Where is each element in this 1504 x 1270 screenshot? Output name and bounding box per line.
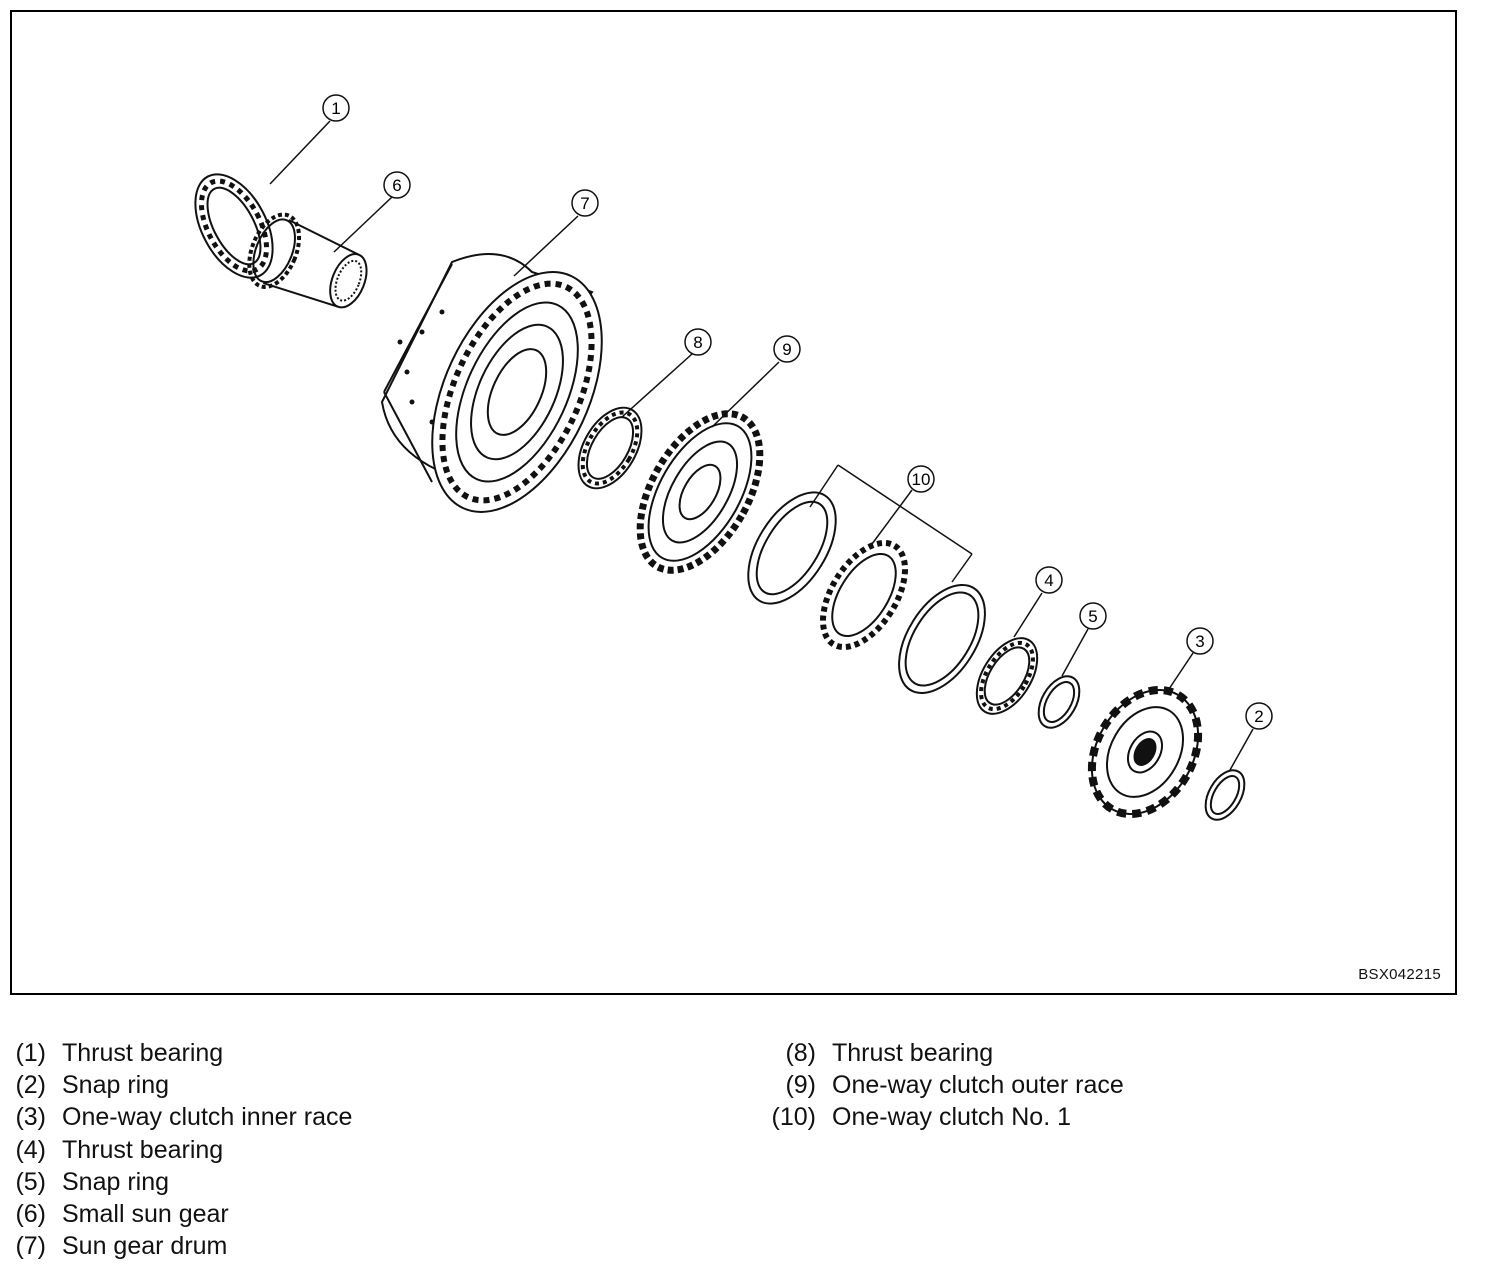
callout-circle <box>322 94 350 122</box>
callout-number: 5 <box>1088 607 1097 626</box>
callout-circle <box>1079 602 1107 630</box>
callout-number: 9 <box>782 340 791 359</box>
legend-label: Snap ring <box>62 1070 170 1099</box>
legend-item: (10) One-way clutch No. 1 <box>768 1102 1124 1134</box>
callout-circle <box>1186 627 1214 655</box>
exploded-parts-diagram: 1 6 7 8 9 10 4 5 3 2 <box>194 94 1273 821</box>
part-thrust-bearing-4 <box>975 637 1039 715</box>
legend-item: (3) One-way clutch inner race <box>14 1102 352 1134</box>
callout-number: 7 <box>580 194 589 213</box>
callout-circle <box>571 189 599 217</box>
legend-number: (9) <box>785 1070 816 1099</box>
part-sun-gear-drum <box>380 253 603 513</box>
callout-circle <box>773 335 801 363</box>
legend-label: Thrust bearing <box>62 1135 224 1164</box>
callout-number: 1 <box>331 99 340 118</box>
legend-right-column: (8) Thrust bearing (9) One-way clutch oute… <box>768 1037 1124 1134</box>
callout-number: 10 <box>912 470 931 489</box>
callout-8: 8 <box>684 328 712 356</box>
callout-number: 6 <box>392 176 401 195</box>
legend-label: Snap ring <box>62 1167 170 1196</box>
legend-number: (6) <box>15 1200 46 1229</box>
part-thrust-bearing-8 <box>577 406 643 490</box>
callout-4: 4 <box>1035 566 1063 594</box>
legend-item: (6) Small sun gear <box>14 1198 352 1230</box>
figure-code: BSX042215 <box>1358 966 1441 983</box>
legend-label: One-way clutch outer race <box>832 1070 1124 1099</box>
callout-9: 9 <box>773 335 801 363</box>
callout-6: 6 <box>383 171 411 199</box>
legend-label: One-way clutch No. 1 <box>832 1103 1071 1132</box>
legend-number: (1) <box>15 1038 46 1067</box>
leader-lines <box>269 120 1254 771</box>
callout-number: 8 <box>693 333 702 352</box>
legend-number: (7) <box>15 1232 46 1261</box>
legend-item: (1) Thrust bearing <box>14 1037 352 1069</box>
legend-item: (8) Thrust bearing <box>768 1037 1124 1069</box>
part-one-way-clutch-outer-race <box>636 410 764 574</box>
callout-10: 10 <box>907 465 935 493</box>
callout-circle <box>383 171 411 199</box>
legend-label: Sun gear drum <box>62 1232 228 1261</box>
callout-5: 5 <box>1079 602 1107 630</box>
legend-number: (10) <box>771 1103 816 1132</box>
part-one-way-clutch-inner-race <box>1087 686 1203 818</box>
callout-group: 1 6 7 8 9 10 4 5 3 2 <box>322 94 1273 730</box>
legend-number: (4) <box>15 1135 46 1164</box>
part-one-way-clutch-no1 <box>747 491 986 694</box>
legend-label: Thrust bearing <box>62 1038 224 1067</box>
callout-3: 3 <box>1186 627 1214 655</box>
legend-item: (9) One-way clutch outer race <box>768 1069 1124 1101</box>
callout-circle <box>907 465 935 493</box>
legend-number: (5) <box>15 1167 46 1196</box>
legend-item: (5) Snap ring <box>14 1166 352 1198</box>
callout-circle <box>1245 702 1273 730</box>
legend-number: (2) <box>15 1070 46 1099</box>
part-snap-ring-5 <box>1037 675 1081 729</box>
legend-label: Small sun gear <box>62 1200 229 1229</box>
callout-circle <box>1035 566 1063 594</box>
callout-2: 2 <box>1245 702 1273 730</box>
callout-7: 7 <box>571 189 599 217</box>
figure-frame: 1 6 7 8 9 10 4 5 3 2 BSX042215 <box>10 10 1457 995</box>
legend-label: Thrust bearing <box>832 1038 994 1067</box>
part-snap-ring-2 <box>1204 769 1246 821</box>
legend-number: (3) <box>15 1103 46 1132</box>
legend-item: (4) Thrust bearing <box>14 1134 352 1166</box>
legend-item: (2) Snap ring <box>14 1069 352 1101</box>
callout-number: 4 <box>1044 571 1053 590</box>
callout-1: 1 <box>322 94 350 122</box>
legend-left-column: (1) Thrust bearing (2) Snap ring (3) One-wa… <box>14 1037 352 1263</box>
legend-number: (8) <box>785 1038 816 1067</box>
legend-item: (7) Sun gear drum <box>14 1231 352 1263</box>
callout-circle <box>684 328 712 356</box>
callout-number: 2 <box>1254 707 1263 726</box>
callout-number: 3 <box>1195 632 1204 651</box>
legend-label: One-way clutch inner race <box>62 1103 353 1132</box>
